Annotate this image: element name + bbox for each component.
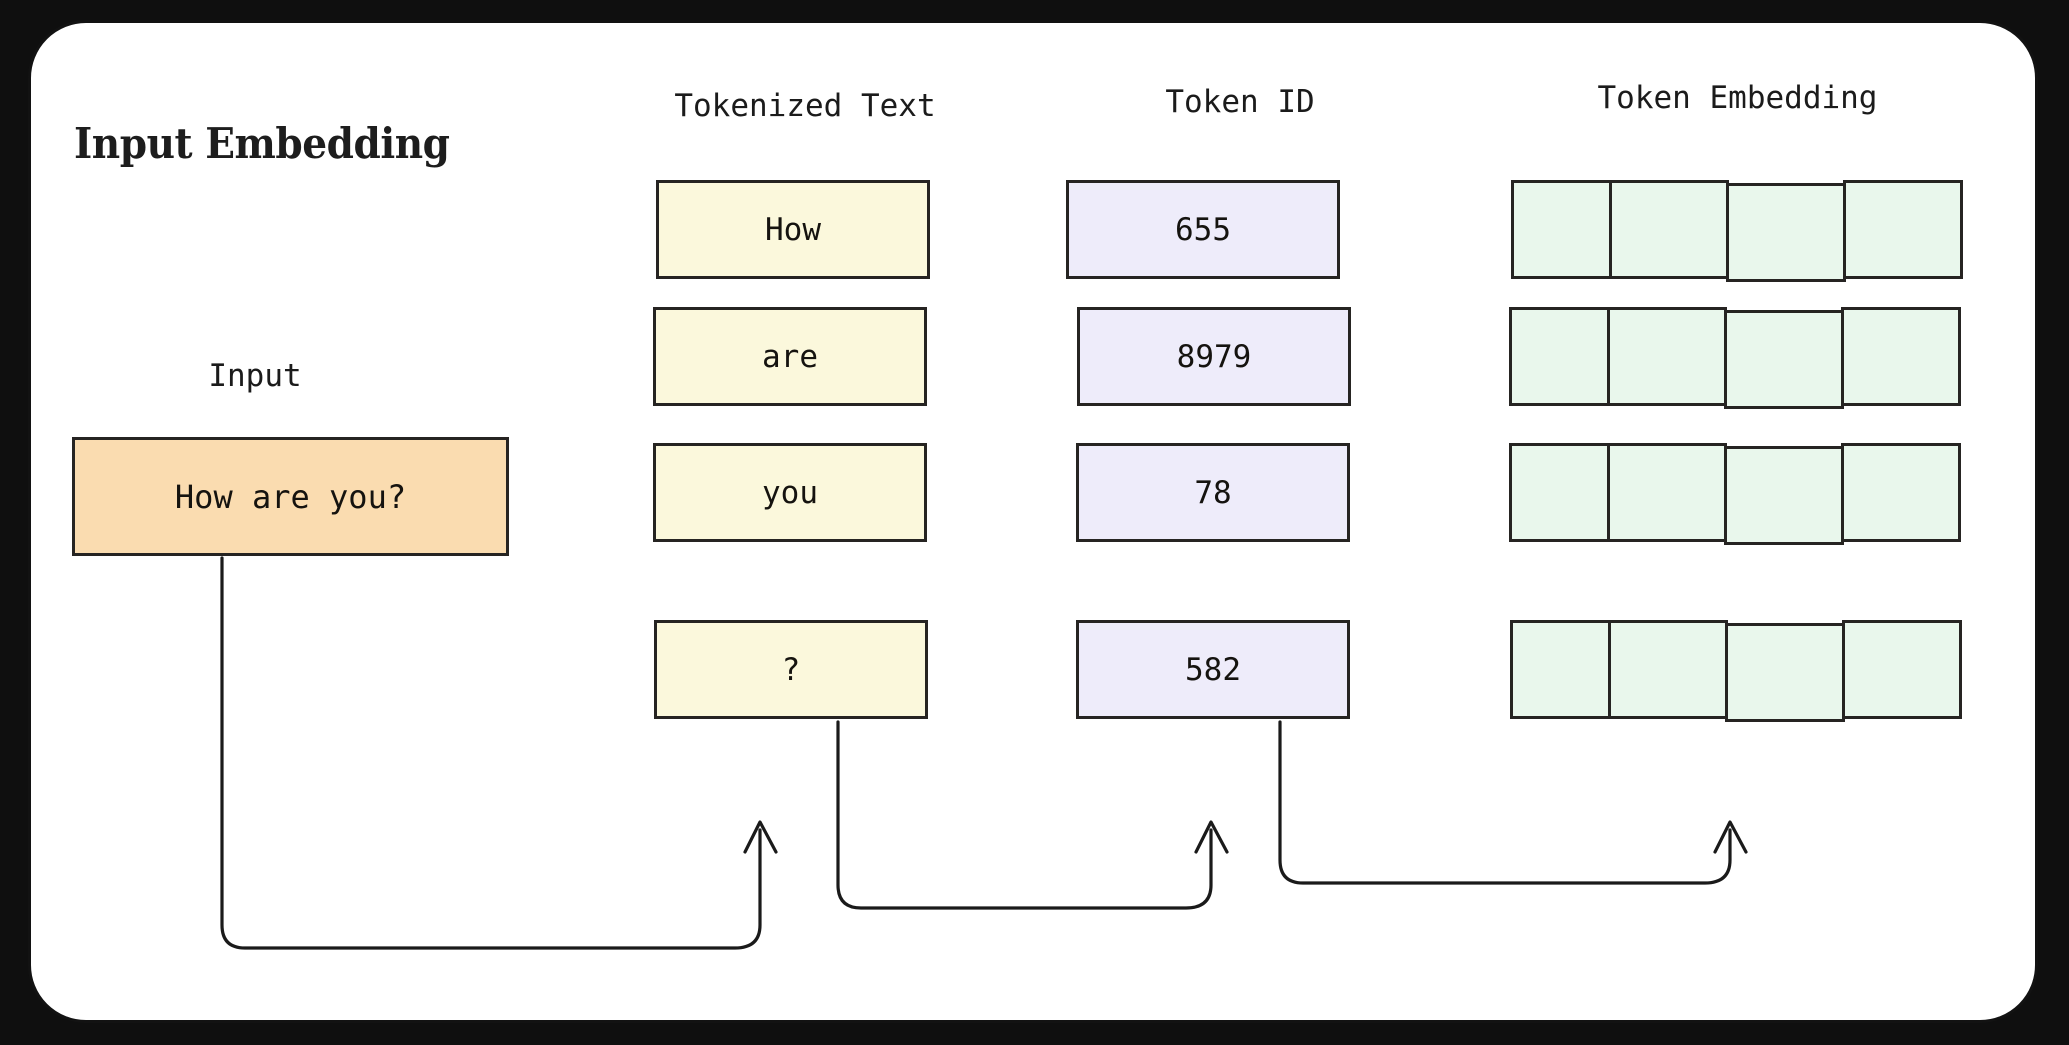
embedding-cell xyxy=(1607,307,1727,406)
embedding-cell xyxy=(1724,446,1844,545)
input-box[interactable]: How are you? xyxy=(72,437,509,556)
embedding-cell xyxy=(1842,620,1962,719)
column-header-tokenized-text: Tokenized Text xyxy=(674,88,936,124)
token-embedding-row-4[interactable] xyxy=(1510,620,1962,722)
embedding-cell xyxy=(1841,307,1961,406)
page-title: Input Embedding xyxy=(74,119,450,168)
token-id-box-2[interactable]: 8979 xyxy=(1077,307,1351,406)
token-id-box-1[interactable]: 655 xyxy=(1066,180,1340,279)
token-embedding-row-3[interactable] xyxy=(1509,443,1961,545)
embedding-cell xyxy=(1841,443,1961,542)
token-id-box-4[interactable]: 582 xyxy=(1076,620,1350,719)
token-embedding-row-1[interactable] xyxy=(1511,180,1963,282)
embedding-cell xyxy=(1843,180,1963,279)
embedding-cell xyxy=(1509,443,1610,542)
embedding-cell xyxy=(1726,183,1846,282)
tokenized-text-box-1[interactable]: How xyxy=(656,180,930,279)
embedding-cell xyxy=(1725,623,1845,722)
token-embedding-row-2[interactable] xyxy=(1509,307,1961,409)
token-id-box-3[interactable]: 78 xyxy=(1076,443,1350,542)
column-header-token-id: Token ID xyxy=(1165,84,1315,120)
tokenized-text-box-4[interactable]: ? xyxy=(654,620,928,719)
embedding-cell xyxy=(1608,620,1728,719)
embedding-cell xyxy=(1510,620,1611,719)
embedding-cell xyxy=(1609,180,1729,279)
tokenized-text-box-2[interactable]: are xyxy=(653,307,927,406)
embedding-cell xyxy=(1724,310,1844,409)
column-header-token-embedding: Token Embedding xyxy=(1597,80,1878,116)
input-label: Input xyxy=(208,358,302,394)
tokenized-text-box-3[interactable]: you xyxy=(653,443,927,542)
embedding-cell xyxy=(1511,180,1612,279)
embedding-cell xyxy=(1509,307,1610,406)
embedding-cell xyxy=(1607,443,1727,542)
